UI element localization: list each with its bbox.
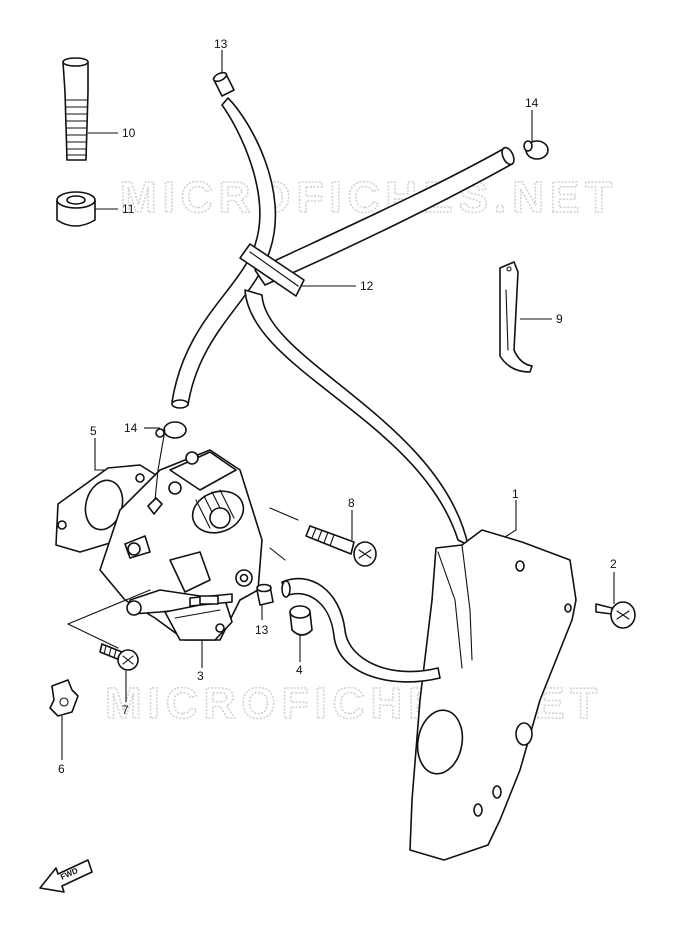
hose-clip-part-13-top: [212, 71, 235, 97]
callout-4: 4: [296, 663, 303, 677]
oil-hose-long: [244, 289, 469, 546]
callout-6: 6: [58, 762, 65, 776]
callout-9: 9: [556, 312, 563, 326]
callout-5: 5: [90, 424, 97, 438]
screw-part-7: [99, 643, 139, 671]
alignment-line-8: [269, 507, 299, 561]
clip-part-14-left: [155, 421, 187, 439]
hose-clamp-part-12: [239, 243, 305, 297]
leader-lines: [61, 50, 615, 760]
forward-direction-arrow: FWD: [39, 859, 93, 893]
clip-part-14-top: [523, 140, 549, 160]
callout-12: 12: [360, 279, 374, 293]
grommet-part-4: [289, 605, 313, 636]
callout-3: 3: [197, 669, 204, 683]
callout-2: 2: [610, 557, 617, 571]
hose-clip-part-13-bottom: [256, 583, 274, 606]
callout-13-bottom: 13: [255, 623, 269, 637]
oil-hose-short: [281, 577, 441, 683]
callout-13-top: 13: [214, 37, 228, 51]
clip-part-6: [49, 679, 79, 717]
mounting-plate-part-1: [409, 529, 577, 861]
callout-8: 8: [348, 496, 355, 510]
bolt-part-8: [305, 525, 377, 567]
callout-10: 10: [122, 126, 136, 140]
gasket-part-5: [55, 464, 157, 553]
callout-14-top: 14: [525, 96, 539, 110]
callout-1: 1: [512, 487, 519, 501]
stud-bolt-part-10: [62, 57, 89, 161]
screw-part-2: [595, 601, 636, 629]
callout-7: 7: [122, 703, 129, 717]
alignment-line-7: [67, 589, 151, 649]
bracket-part-9: [499, 261, 533, 373]
oil-pump-part-3: [99, 429, 263, 641]
nut-part-11: [56, 191, 96, 227]
watermark-top: MICROFICHES.NET: [120, 173, 618, 222]
callout-11: 11: [122, 202, 135, 216]
callout-14-left: 14: [124, 421, 138, 435]
oil-hose-right: [254, 146, 515, 286]
